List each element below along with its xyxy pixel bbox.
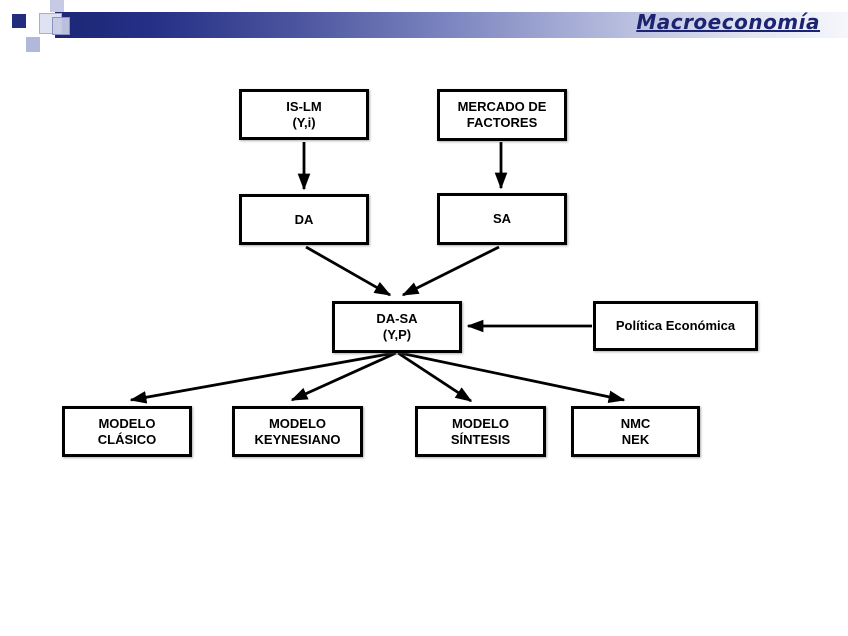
arrow-da-to-dasa: [305, 245, 392, 297]
node-label: FACTORES: [466, 115, 538, 130]
node-label: MERCADO DE: [457, 99, 547, 114]
node-label: NMC: [620, 415, 651, 431]
arrow-dasa-to-keynesiano: [290, 351, 397, 402]
node-da-sa: DA-SA (Y,P): [332, 301, 462, 353]
node-politica-economica: Política Económica: [593, 301, 758, 351]
arrow-dasa-to-clasico: [129, 351, 395, 404]
node-da: DA: [239, 194, 369, 245]
node-label: IS-LM: [286, 98, 322, 114]
node-mercado-de-factores: MERCADO DE FACTORES: [437, 89, 567, 141]
node-label: SA: [492, 211, 512, 226]
node-label: MODELO: [98, 415, 156, 431]
node-label: CLÁSICO: [97, 431, 157, 447]
slide-title: Macroeconomía: [636, 10, 820, 34]
decoration-square-top: [50, 0, 64, 12]
node-modelo-keynesiano: MODELO KEYNESIANO: [232, 406, 363, 457]
node-label: (Y,i): [292, 114, 316, 130]
node-label: NEK: [621, 431, 650, 447]
node-modelo-sintesis: MODELO SÍNTESIS: [415, 406, 546, 457]
node-modelo-clasico: MODELO CLÁSICO: [62, 406, 192, 457]
node-label: MODELO: [268, 415, 327, 431]
node-is-lm: IS-LM (Y,i): [239, 89, 369, 140]
header-gradient-bar: [55, 12, 848, 38]
decoration-square-bottom: [26, 37, 40, 52]
node-label: SÍNTESIS: [450, 431, 511, 447]
node-label: DA: [294, 211, 314, 227]
decoration-square-overlap: [52, 17, 70, 35]
arrow-sa-to-dasa: [401, 245, 500, 297]
node-nmc-nek: NMC NEK: [571, 406, 700, 457]
node-label: MODELO: [451, 415, 510, 431]
node-sa: SA: [437, 193, 567, 245]
arrow-dasa-to-sintesis: [397, 351, 473, 403]
node-label: Política Económica: [615, 318, 736, 333]
decoration-square-dark: [12, 14, 26, 28]
node-label: KEYNESIANO: [254, 431, 341, 447]
arrow-dasa-to-nmc: [399, 351, 626, 404]
node-label: (Y,P): [382, 327, 412, 342]
node-label: DA-SA: [376, 311, 418, 326]
